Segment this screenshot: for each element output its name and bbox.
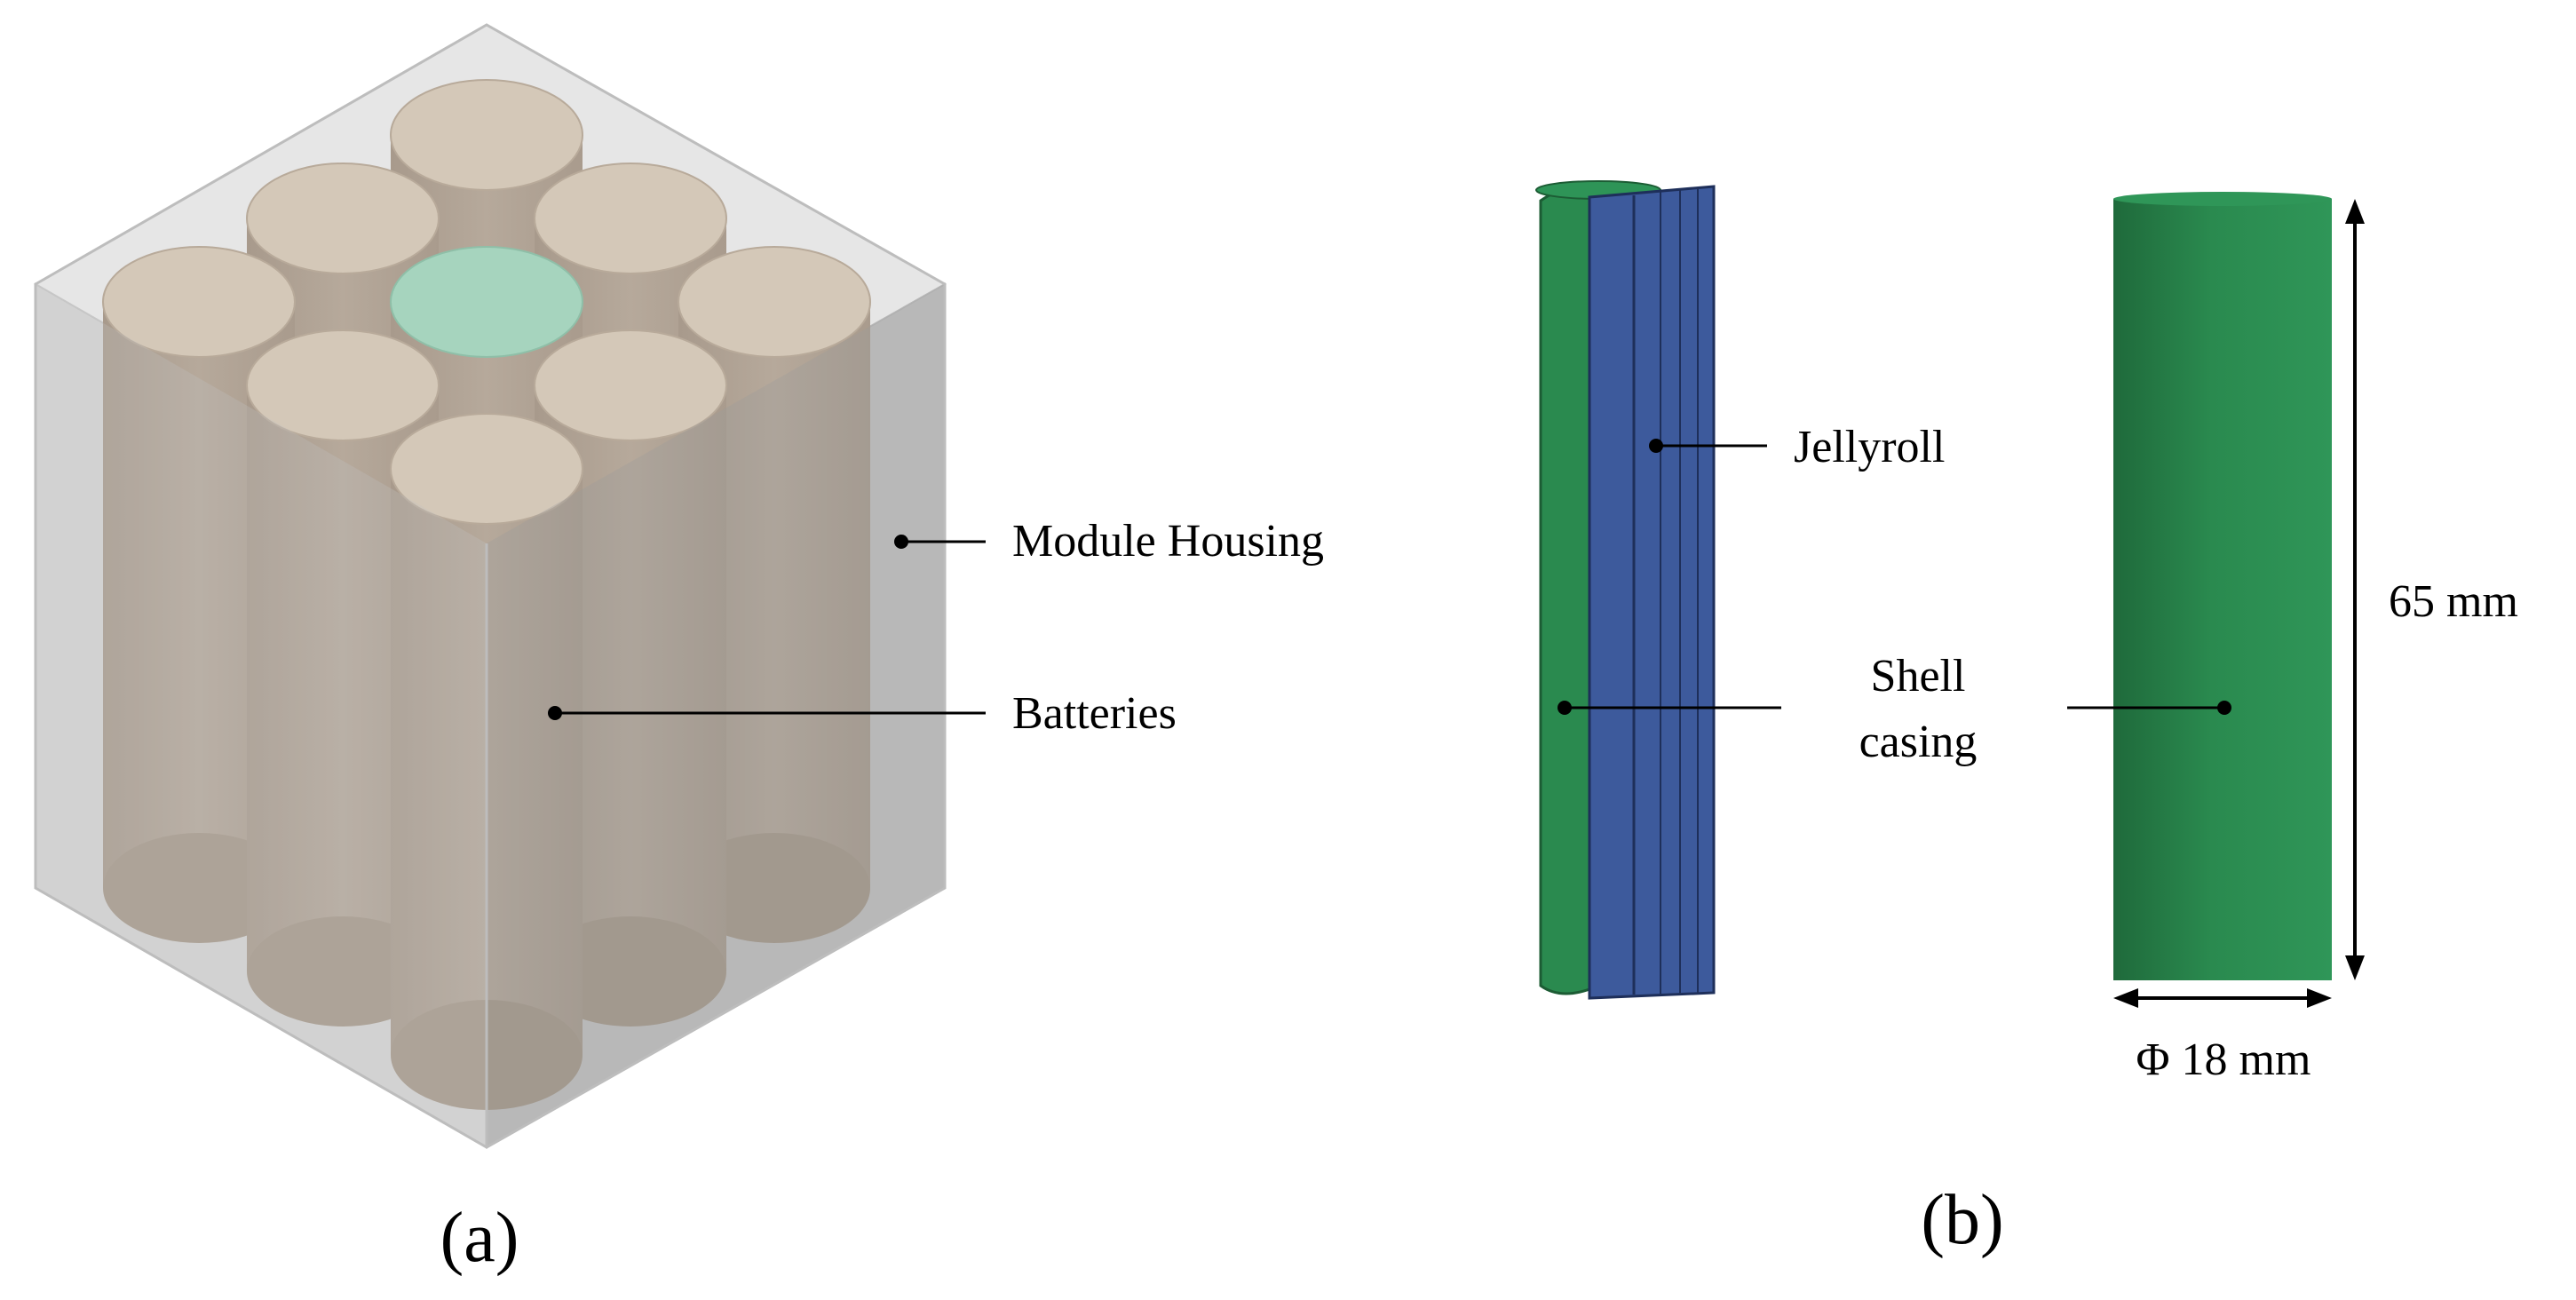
shell-casing-leader-left xyxy=(1557,701,1781,715)
diameter-label: Φ 18 mm xyxy=(2136,1034,2311,1085)
diameter-dimension-arrow xyxy=(2113,988,2332,1008)
height-label: 65 mm xyxy=(2389,576,2518,627)
shell-casing-label-line1: Shell xyxy=(1871,651,1966,702)
cell-cross-section: Jellyroll Shell casing xyxy=(1535,180,1978,1000)
module-housing-label: Module Housing xyxy=(1012,516,1324,567)
module-housing-front-left xyxy=(36,284,487,1147)
module-housing-leader xyxy=(894,535,986,549)
module-housing-outline xyxy=(34,23,947,1149)
full-cell-diagram: 65 mm Φ 18 mm (b) xyxy=(1921,192,2518,1259)
batteries-leader xyxy=(548,706,986,720)
jellyroll xyxy=(1588,185,1716,1000)
cell-body xyxy=(2113,199,2332,980)
module-housing-front-right xyxy=(487,284,945,1147)
jellyroll-label: Jellyroll xyxy=(1794,422,1945,472)
shell-casing-leader-right xyxy=(2067,701,2231,715)
height-dimension-arrow xyxy=(2345,199,2365,980)
panel-a-caption: (a) xyxy=(440,1199,519,1277)
batteries-label: Batteries xyxy=(1012,688,1177,739)
battery-module-diagram: Module Housing Batteries (a) xyxy=(33,23,1324,1277)
panel-b-caption: (b) xyxy=(1921,1181,2003,1259)
jellyroll-leader xyxy=(1649,439,1767,453)
shell-casing-label-line2: casing xyxy=(1859,717,1978,767)
